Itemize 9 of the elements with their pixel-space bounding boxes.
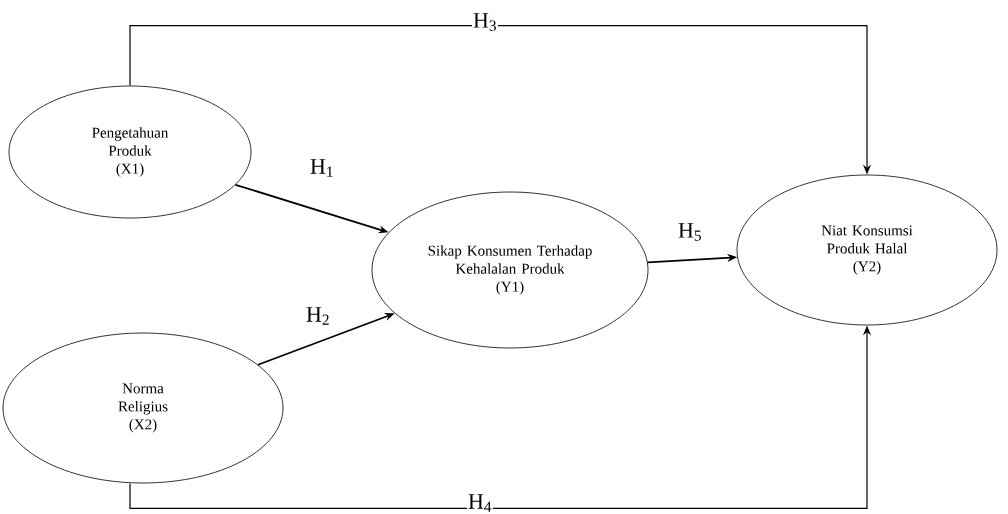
edge-label: H$_{4}$ [466, 493, 494, 513]
ellipse-node: Norma Religius (X2) [2, 332, 284, 484]
edge-label: H$_{2}$ [304, 306, 332, 326]
edge-label: H$_{1}$ [308, 158, 336, 178]
ellipse-node: Pengetahuan Produk (X1) [8, 85, 252, 219]
ellipse-node: Niat Konsumsi Produk Halal (Y2) [736, 174, 998, 326]
edge-label: H$_{5}$ [676, 222, 704, 242]
ellipse-node: Sikap Konsumen Terhadap Kehalalan Produk (Y1) [371, 191, 649, 349]
edge-label: H$_{3}$ [471, 12, 499, 32]
